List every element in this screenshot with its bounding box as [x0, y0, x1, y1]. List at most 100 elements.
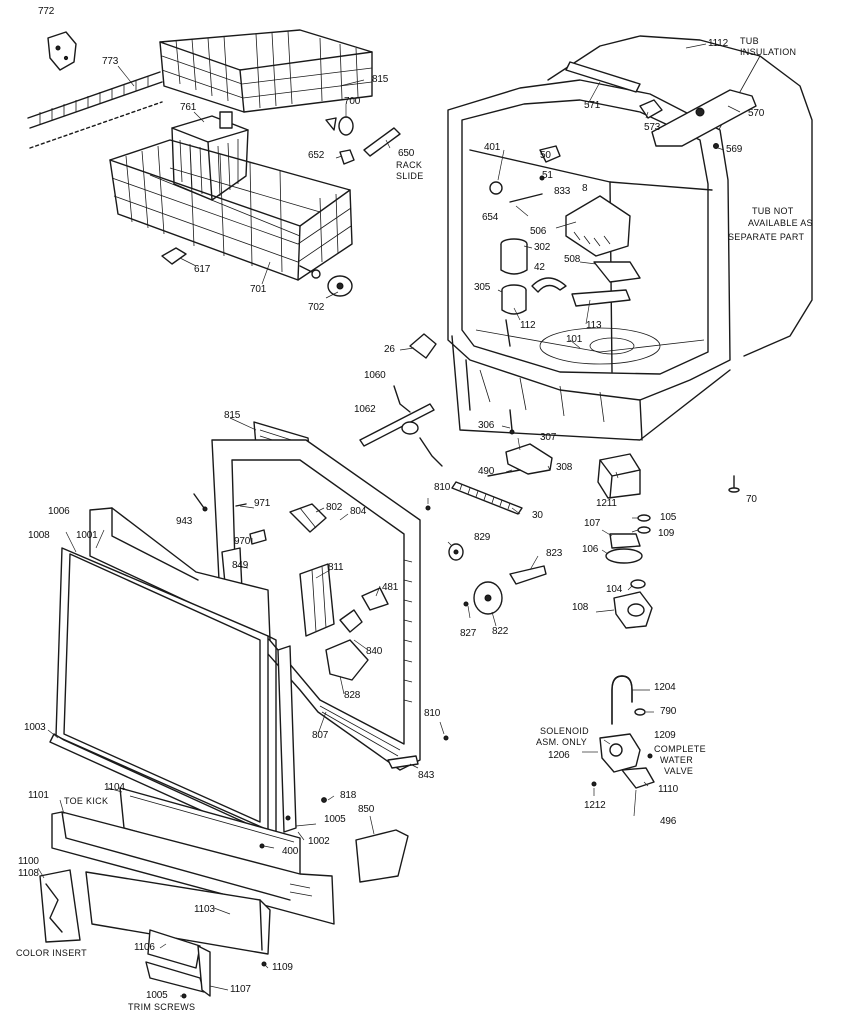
- callout-1211: 1211: [596, 498, 617, 509]
- part-1211-motor: [597, 453, 641, 499]
- callout-112: 112: [520, 320, 536, 331]
- callout-401: 401: [484, 142, 501, 153]
- callout-1006: 1006: [48, 506, 70, 517]
- callout-1206: 1206: [548, 750, 570, 761]
- callout-26: 26: [384, 344, 395, 355]
- callout-ins: INSULATION: [740, 47, 797, 57]
- callout-573: 573: [644, 122, 661, 133]
- callout-1005a: 1005: [324, 814, 346, 825]
- callout-823: 823: [546, 548, 563, 559]
- callout-761: 761: [180, 102, 197, 113]
- callout-101: 101: [566, 334, 583, 345]
- callout-943: 943: [176, 516, 193, 527]
- callout-107: 107: [584, 518, 601, 529]
- callout-1005b: 1005: [146, 990, 168, 1001]
- callout-508: 508: [564, 254, 581, 265]
- callout-490: 490: [478, 466, 495, 477]
- callout-827: 827: [460, 628, 477, 639]
- callout-1100: 1100: [18, 856, 39, 867]
- callout-comp: COMPLETE: [654, 744, 706, 754]
- callout-570: 570: [748, 108, 765, 119]
- part-571-rod: [565, 61, 641, 93]
- callout-701: 701: [250, 284, 267, 295]
- callout-815a: 815: [372, 74, 389, 85]
- callout-1101: 1101: [28, 790, 49, 801]
- part-843-hinge: [387, 755, 419, 769]
- callout-802: 802: [326, 502, 343, 513]
- callout-506: 506: [530, 226, 547, 237]
- callout-42: 42: [534, 262, 545, 273]
- callout-305: 305: [474, 282, 491, 293]
- callout-970: 970: [234, 536, 251, 547]
- callout-810b: 810: [424, 708, 441, 719]
- callout-811: 811: [328, 562, 344, 573]
- callout-1109: 1109: [272, 962, 293, 973]
- part-108-pump: [613, 591, 653, 629]
- callout-1108: 1108: [18, 868, 39, 879]
- callout-790: 790: [660, 706, 677, 717]
- callout-color: COLOR INSERT: [16, 948, 87, 958]
- part-1209-water-valve: [591, 733, 655, 789]
- part-1001-door-panel: [89, 507, 271, 641]
- callout-571: 571: [584, 100, 601, 111]
- part-1060-1062-wire: [359, 385, 443, 467]
- callout-109: 109: [658, 528, 675, 539]
- part-702-wheel-assembly: [299, 265, 353, 297]
- part-1006-1008-outer-door: [49, 547, 277, 839]
- callout-8: 8: [582, 183, 588, 194]
- callout-849: 849: [232, 560, 249, 571]
- callout-104: 104: [606, 584, 623, 595]
- callout-700: 700: [344, 96, 361, 107]
- part-823-lever: [509, 565, 547, 585]
- part-650-rack-slide: [363, 127, 401, 157]
- callout-1103: 1103: [194, 904, 215, 915]
- callout-113: 113: [586, 320, 602, 331]
- callout-1110: 1110: [658, 784, 678, 795]
- part-1100-1108-color-insert: [39, 869, 81, 943]
- callout-654: 654: [482, 212, 499, 223]
- callout-807: 807: [312, 730, 329, 741]
- part-822-gear: [473, 581, 503, 615]
- callout-829: 829: [474, 532, 491, 543]
- part-569-screw: [713, 143, 719, 149]
- callout-306: 306: [478, 420, 495, 431]
- part-70-foot: [728, 475, 740, 493]
- callout-843: 843: [418, 770, 435, 781]
- part-772-bracket: [47, 31, 77, 71]
- callout-trim: TRIM SCREWS: [128, 1002, 196, 1012]
- part-773-rack-track: [27, 71, 163, 149]
- leader-lines: [37, 43, 741, 997]
- callout-toe: TOE KICK: [64, 796, 109, 806]
- callout-481: 481: [382, 582, 399, 593]
- callout-1107: 1107: [230, 984, 251, 995]
- callout-asm: ASM. ONLY: [536, 737, 588, 747]
- callout-avail: AVAILABLE AS: [748, 218, 813, 228]
- part-810-screw-a: [425, 505, 431, 511]
- part-617-clip: [161, 247, 187, 265]
- part-802-detergent: [289, 503, 327, 533]
- callout-804: 804: [350, 506, 367, 517]
- part-570-bracket: [651, 89, 757, 147]
- callout-400: 400: [282, 846, 299, 857]
- callout-810a: 810: [434, 482, 451, 493]
- callout-slide: SLIDE: [396, 171, 424, 181]
- callout-sep: SEPARATE PART: [728, 232, 805, 242]
- part-652-stop: [339, 149, 355, 165]
- part-701-lower-rack: [109, 139, 353, 281]
- part-829-knob: [448, 543, 464, 561]
- tub-internal-parts: [489, 145, 641, 347]
- part-573-clip: [639, 99, 663, 119]
- callout-652: 652: [308, 150, 325, 161]
- part-943-screw: [193, 493, 208, 512]
- callout-sol: SOLENOID: [540, 726, 589, 736]
- part-700-wheel: [325, 116, 354, 136]
- part-1204-hose: [611, 675, 633, 725]
- callout-815b: 815: [224, 410, 241, 421]
- callout-833: 833: [554, 186, 571, 197]
- callout-650: 650: [398, 148, 415, 159]
- part-810-screw-b: [443, 735, 449, 741]
- callout-818: 818: [340, 790, 357, 801]
- part-815-upper-rack: [159, 29, 373, 113]
